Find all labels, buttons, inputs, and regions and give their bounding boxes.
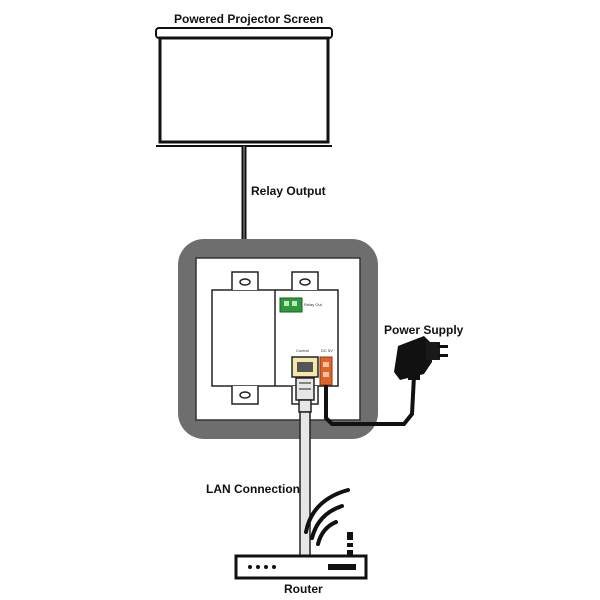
ethernet-cable (295, 377, 315, 563)
projector-screen-label: Powered Projector Screen (174, 12, 324, 26)
relay-connector (279, 297, 303, 313)
power-adapter-icon (394, 336, 448, 380)
wifi-waves-icon (304, 488, 350, 546)
dc-port-label: DC 5V (321, 348, 333, 353)
dc-connector (319, 356, 333, 386)
wall-plate-icon (178, 239, 378, 439)
relay-port-label: Relay Out (304, 302, 323, 307)
control-port-label: Control (296, 348, 309, 353)
router-label: Router (284, 582, 323, 596)
router-antenna (346, 532, 354, 556)
power-supply-label: Power Supply (384, 323, 464, 337)
lan-connection-label: LAN Connection (206, 482, 300, 496)
router-icon (234, 554, 368, 580)
projector-screen-icon (155, 27, 333, 147)
power-cable (324, 375, 416, 426)
relay-output-label: Relay Output (251, 184, 326, 198)
